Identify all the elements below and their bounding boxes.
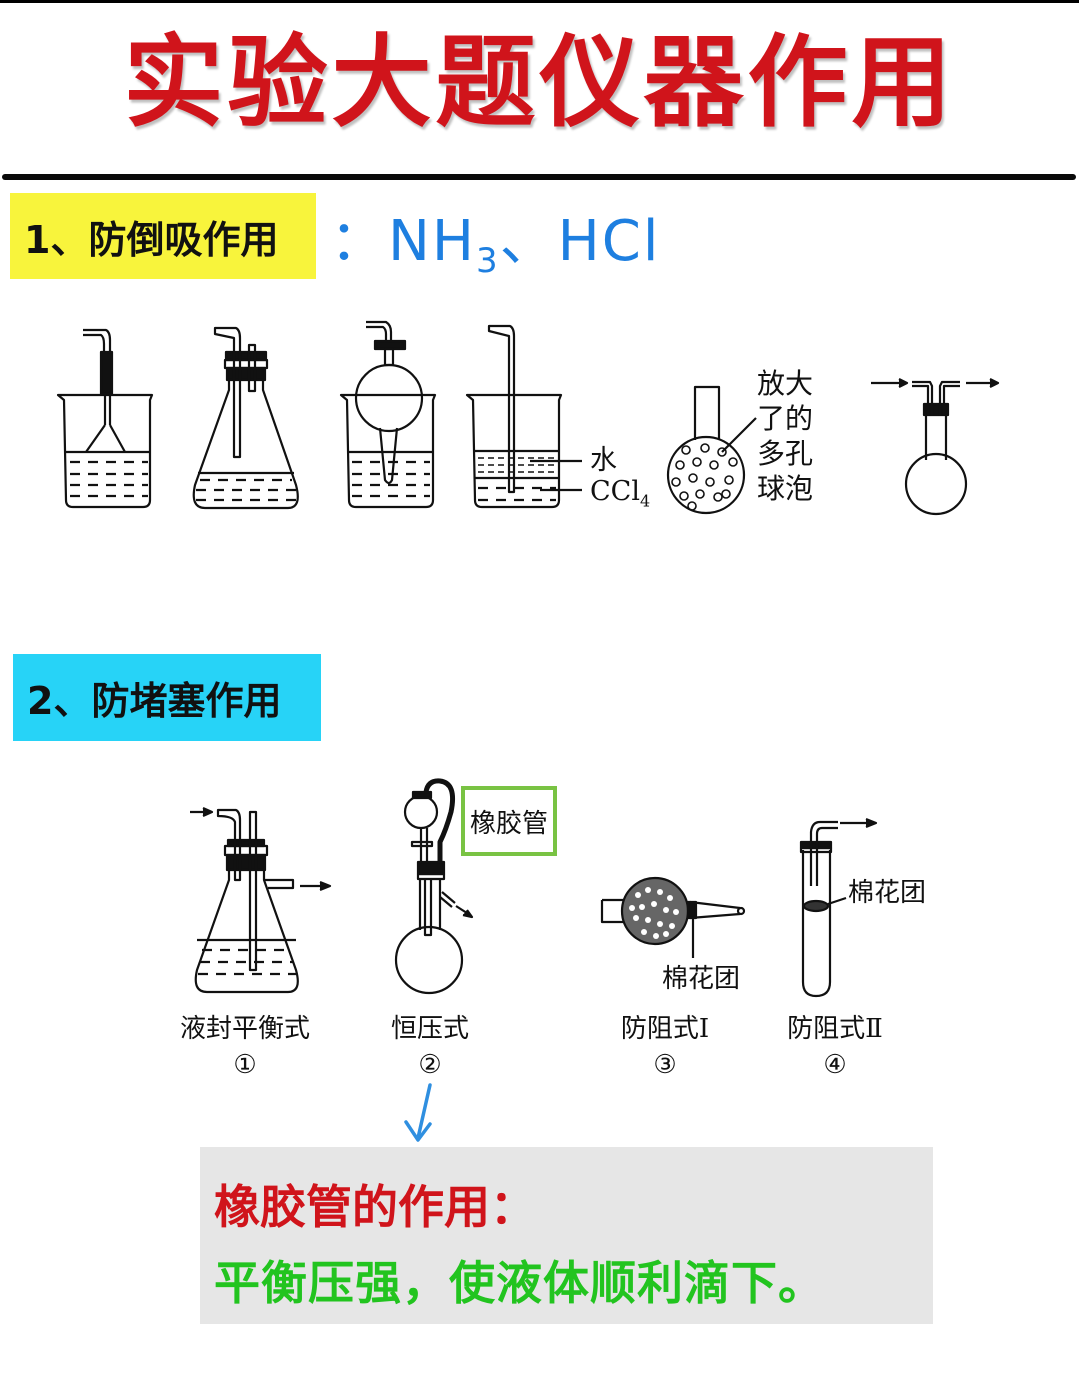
number-item-4: ④ bbox=[823, 1050, 847, 1080]
conical-flask-with-stopper bbox=[192, 326, 299, 510]
test-tube-with-cotton bbox=[799, 817, 878, 998]
caption-item-2: 恒压式 bbox=[390, 1014, 469, 1044]
note-colon: ： bbox=[330, 209, 388, 274]
liquid-seal-flask bbox=[190, 806, 332, 994]
beaker-with-drying-bulb bbox=[339, 320, 437, 509]
bulb-note-line4: 球泡 bbox=[757, 472, 814, 505]
caption-item-3: 防阻式Ⅰ bbox=[620, 1014, 710, 1044]
note-body: 平衡压强，使液体顺利滴下。 bbox=[214, 1256, 825, 1310]
cotton-label-4: 棉花团 bbox=[848, 878, 927, 908]
label-ccl4: CCl4 bbox=[590, 476, 650, 510]
bulb-note-line3: 多孔 bbox=[757, 437, 814, 470]
page-title: 实验大题仪器作用 bbox=[123, 24, 956, 141]
note-separator: 、 bbox=[499, 209, 558, 274]
label-water: 水 bbox=[590, 445, 617, 476]
number-item-2: ② bbox=[418, 1050, 442, 1080]
rubber-tube-callout: 橡胶管 bbox=[461, 786, 557, 856]
drying-tube-with-cotton bbox=[600, 876, 746, 958]
number-item-1: ① bbox=[233, 1050, 257, 1080]
beaker-water-ccl4-layers bbox=[465, 324, 582, 509]
beaker-with-inverted-funnel bbox=[56, 328, 154, 509]
bulb-note-line1: 放大 bbox=[757, 367, 814, 400]
cotton-label-3: 棉花团 bbox=[662, 964, 741, 994]
section1-handwritten-note: ：NH3、HCl bbox=[330, 196, 660, 281]
bulb-note-line2: 了的 bbox=[757, 402, 814, 435]
top-border bbox=[0, 0, 1079, 3]
note-title: 橡胶管的作用： bbox=[214, 1180, 536, 1234]
gas-nh3-subscript: 3 bbox=[476, 241, 500, 282]
blue-arrow-icon bbox=[404, 1083, 432, 1142]
porous-bulb bbox=[666, 385, 757, 515]
caption-item-1: 液封平衡式 bbox=[179, 1014, 310, 1044]
rubber-tube-note: 橡胶管的作用： 平衡压强，使液体顺利滴下。 bbox=[200, 1147, 933, 1324]
label-ccl4-subscript: 4 bbox=[639, 491, 651, 511]
section1-label: 1、防倒吸作用 bbox=[10, 193, 316, 279]
caption-item-4: 防阻式Ⅱ bbox=[787, 1014, 883, 1044]
label-porous-bulb: 放大 了的 多孔 球泡 bbox=[757, 366, 813, 506]
constant-pressure-funnel-flask bbox=[394, 778, 474, 995]
gas-hcl: HCl bbox=[557, 209, 661, 274]
section2-label: 2、防堵塞作用 bbox=[13, 654, 321, 741]
gas-nh3: NH bbox=[388, 209, 476, 274]
label-ccl4-text: CCl bbox=[590, 476, 640, 507]
number-item-3: ③ bbox=[653, 1050, 677, 1080]
title-divider bbox=[2, 174, 1076, 180]
round-flask-gas-bottle bbox=[871, 378, 1000, 516]
